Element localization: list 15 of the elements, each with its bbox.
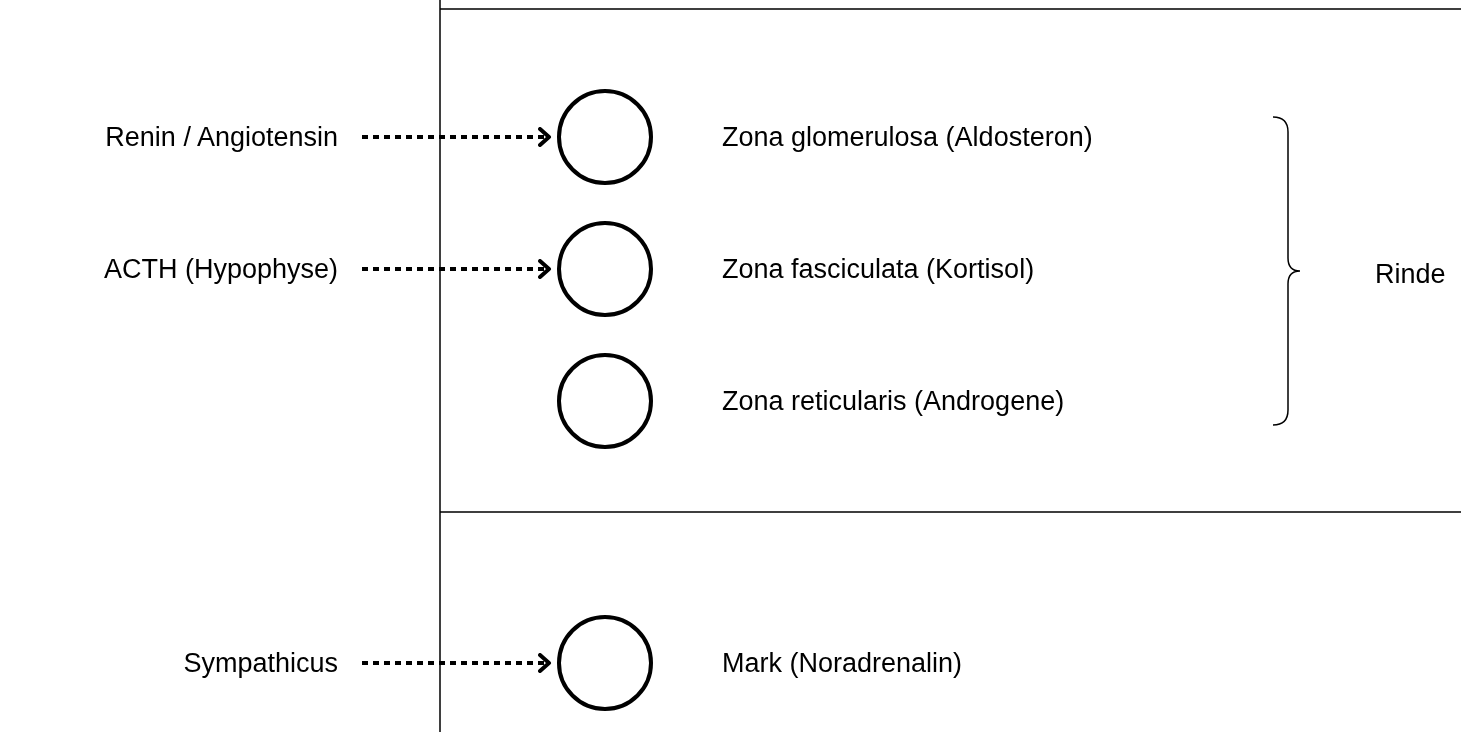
region-label: Rinde [1375,258,1446,290]
zone-circle [557,615,653,711]
zone-circle [557,89,653,185]
zone-circle [557,221,653,317]
dotted-arrow [362,653,551,673]
input-label: Sympathicus [18,647,338,679]
zone-label: Zona reticularis (Androgene) [722,385,1065,417]
zone-label: Zona fasciculata (Kortisol) [722,253,1035,285]
zone-circle [557,353,653,449]
zone-label: Mark (Noradrenalin) [722,647,963,679]
input-label: ACTH (Hypophyse) [18,253,338,285]
dotted-arrow [362,259,551,279]
zone-label: Zona glomerulosa (Aldosteron) [722,121,1093,153]
dotted-arrow [362,127,551,147]
input-label: Renin / Angiotensin [18,121,338,153]
